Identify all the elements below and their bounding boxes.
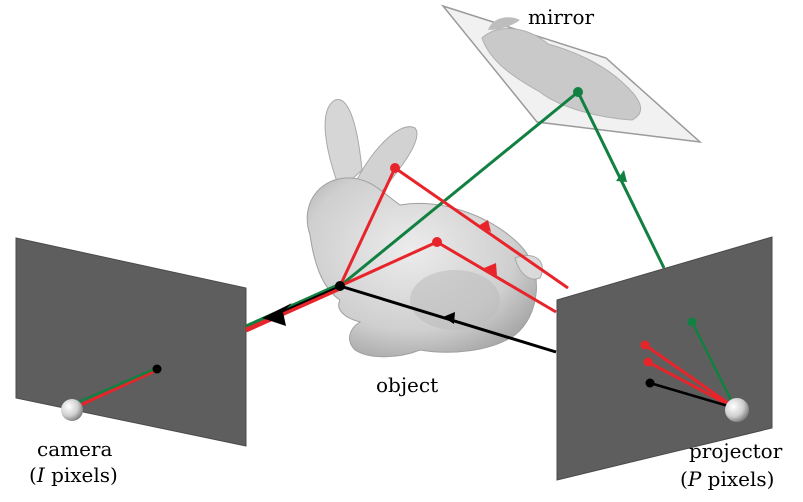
camera-label: camera bbox=[37, 437, 112, 461]
camera-red-ray bbox=[73, 368, 158, 410]
projector-red-dot-2 bbox=[643, 357, 653, 367]
arrow-icon bbox=[262, 303, 292, 326]
arrow-icon bbox=[478, 220, 491, 232]
arrow-icon bbox=[443, 312, 455, 324]
projector-black-dot bbox=[645, 378, 655, 388]
indirect-path-1-segment-2 bbox=[338, 167, 397, 287]
mirror-reflection-ear bbox=[488, 17, 520, 30]
mirror-path-segment-2 bbox=[339, 90, 579, 288]
object-bunny bbox=[306, 99, 543, 358]
projector-red-ray-1 bbox=[644, 343, 736, 410]
camera-pixels-label: (I pixels) bbox=[29, 463, 118, 487]
projector-green-ray bbox=[690, 321, 737, 409]
indirect-path-1-bounce bbox=[390, 163, 400, 173]
sphere-icon bbox=[61, 399, 83, 421]
bunny-tail bbox=[514, 255, 543, 280]
sphere-icon bbox=[725, 398, 749, 422]
camera-image-plane bbox=[15, 237, 247, 447]
camera-ray-green bbox=[245, 282, 341, 328]
bunny-body bbox=[306, 177, 537, 358]
projector-green-dot bbox=[687, 317, 697, 327]
projector-red-ray-2 bbox=[647, 360, 736, 410]
camera bbox=[15, 237, 247, 447]
mirror-hit-point bbox=[573, 87, 583, 97]
camera-pixel-dot bbox=[152, 364, 162, 374]
indirect-path-2-bounce bbox=[432, 237, 442, 247]
indirect-path-1-segment-1 bbox=[394, 166, 569, 290]
projector-black-ray bbox=[649, 381, 736, 410]
object-hit-point bbox=[335, 281, 345, 291]
indirect-path-2-segment-1 bbox=[436, 240, 557, 314]
projector-red-dot-1 bbox=[640, 340, 650, 350]
camera-ray-red bbox=[244, 285, 342, 333]
camera-green-ray bbox=[73, 366, 158, 406]
arrow-icon bbox=[616, 170, 627, 182]
projector bbox=[556, 236, 773, 481]
projector-label: projector bbox=[689, 439, 783, 463]
mirror-reflection bbox=[481, 28, 642, 121]
light-paths bbox=[244, 87, 666, 354]
object-label: object bbox=[376, 373, 438, 397]
bunny-ear-back bbox=[324, 99, 363, 191]
mirror bbox=[440, 4, 703, 144]
projector-pixels-label: (P pixels) bbox=[680, 467, 774, 491]
arrow-icon bbox=[484, 263, 497, 276]
mirror-label: mirror bbox=[528, 5, 595, 29]
indirect-path-2-segment-2 bbox=[339, 240, 438, 288]
